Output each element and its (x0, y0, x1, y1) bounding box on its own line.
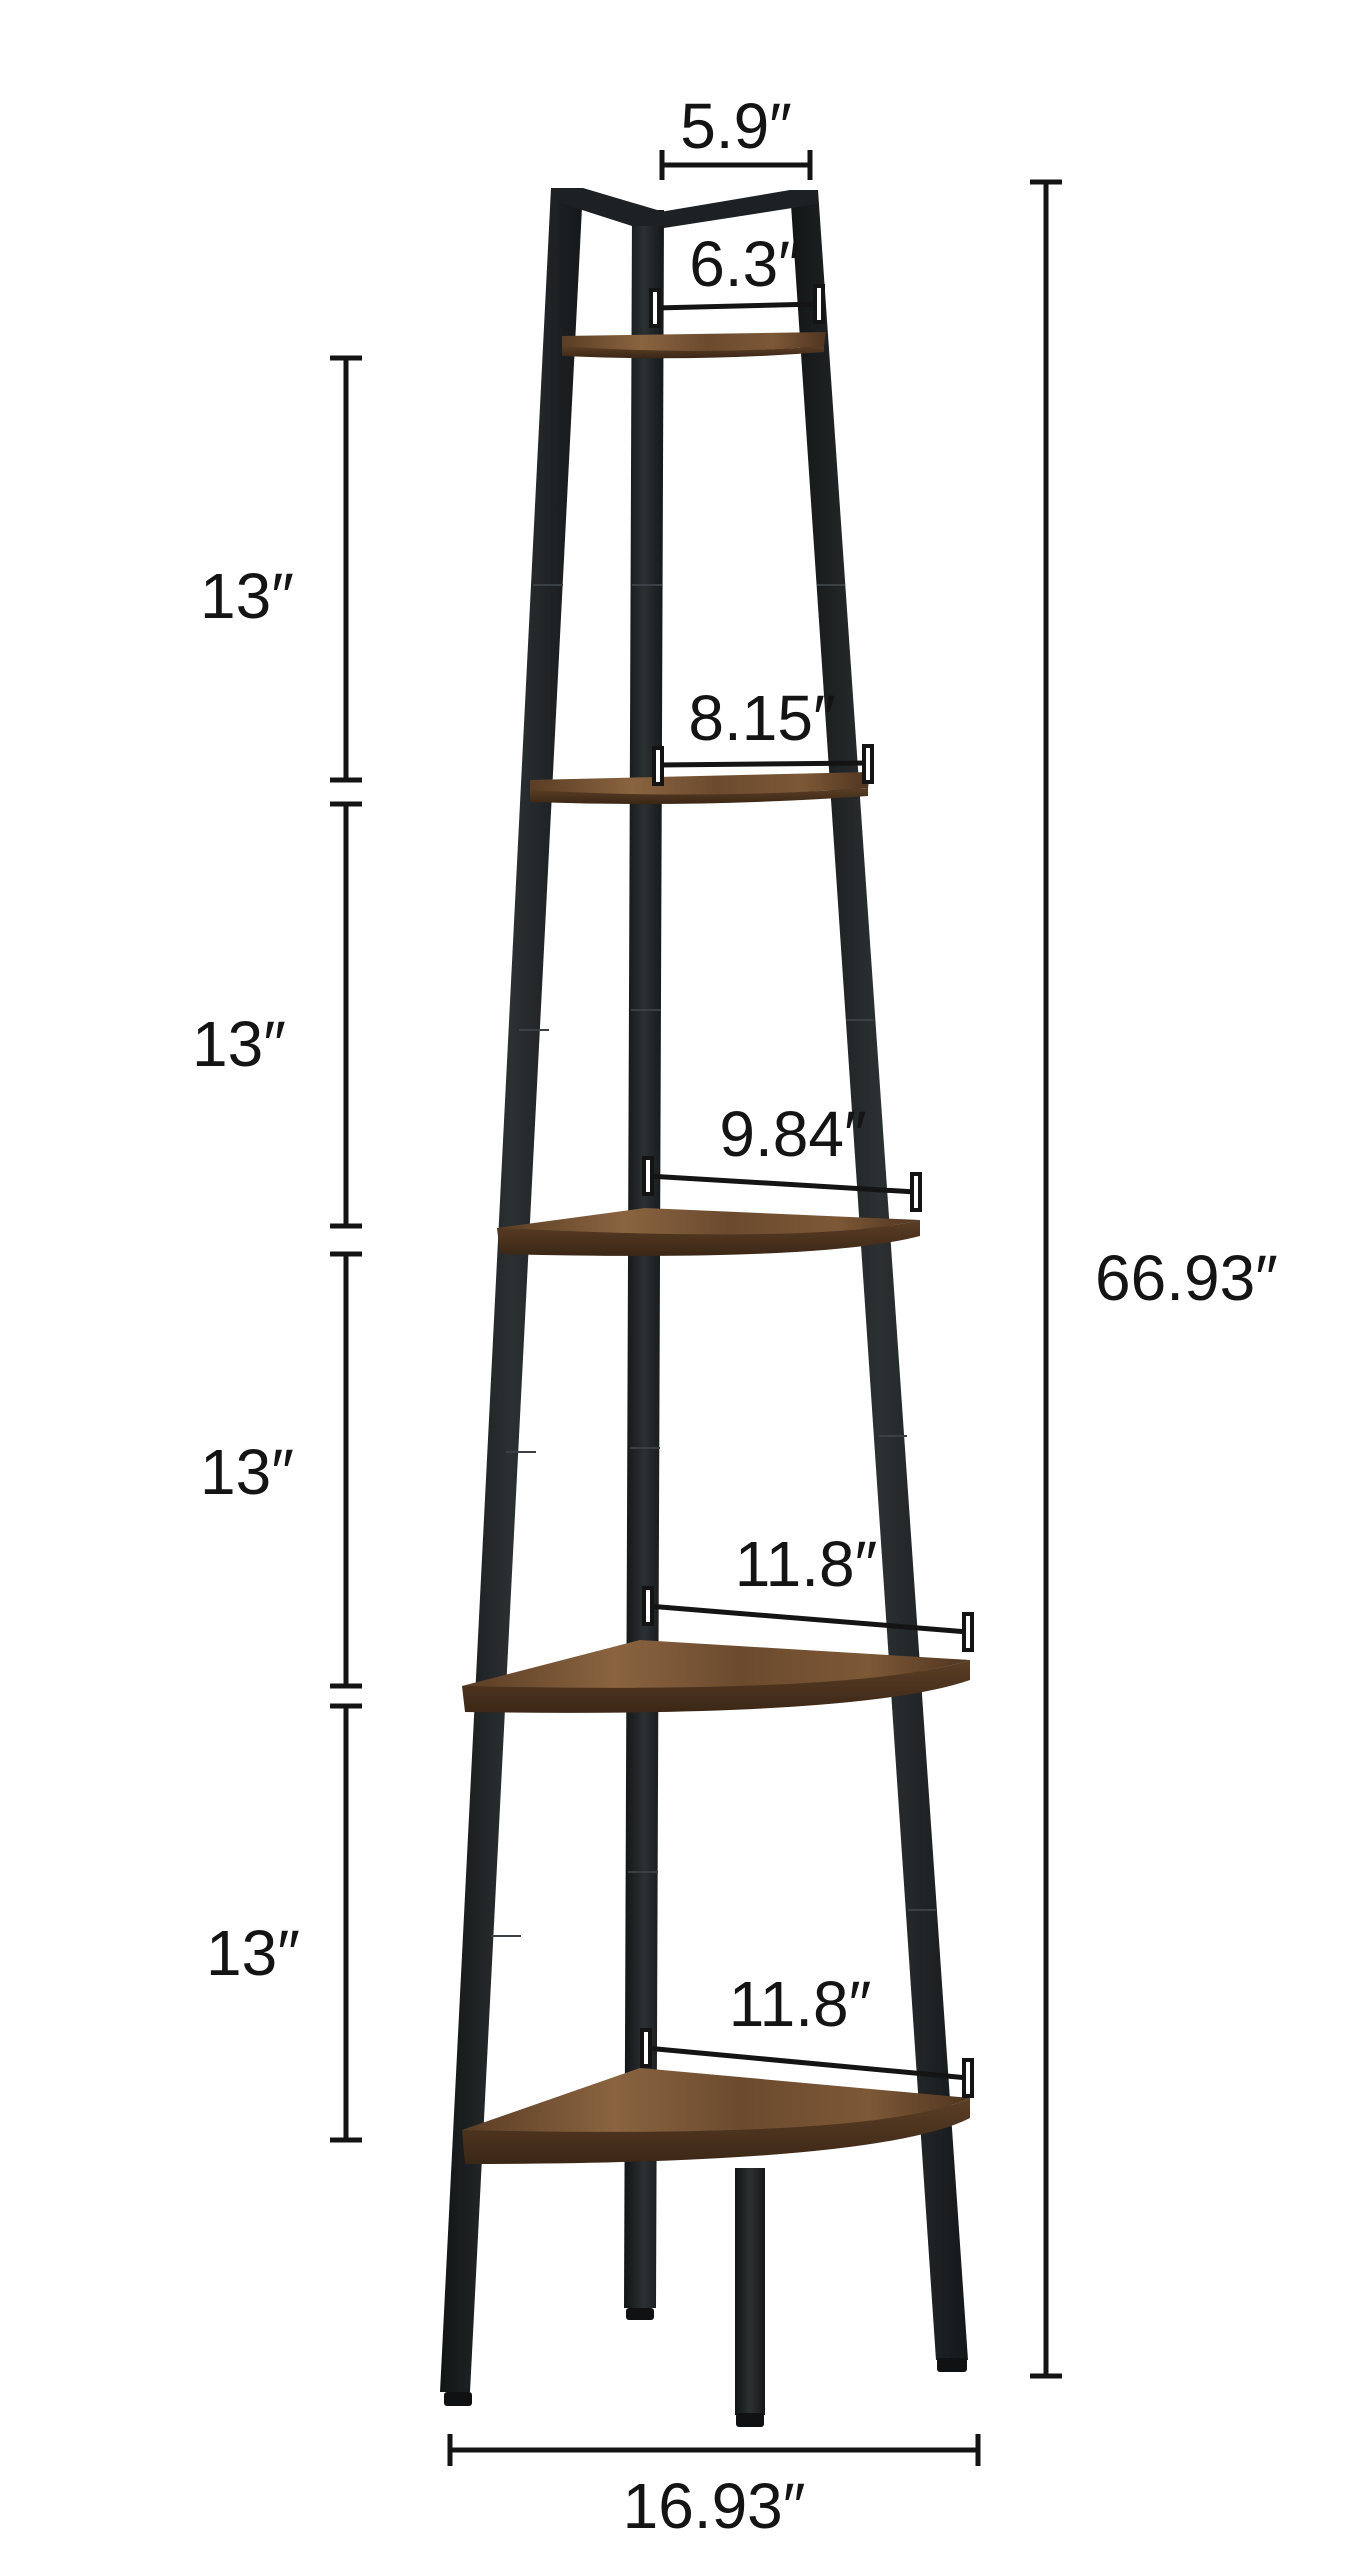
foot (444, 2392, 472, 2406)
foot (937, 2358, 967, 2372)
top-depth-label: 5.9″ (680, 90, 792, 162)
shelf-width-label-4: 11.8″ (735, 1528, 877, 1600)
top-depth-dimension: 5.9″ (659, 90, 813, 180)
shelf-width-label-1: 6.3″ (689, 228, 801, 300)
shelf-2 (530, 772, 870, 804)
spacing-label-4: 13″ (206, 1917, 300, 1989)
metal-frame (440, 188, 968, 2427)
front-leg (735, 2168, 765, 2415)
shelf-width-dimensions: 6.3″ 8.15″ 9.84″ 11.8″ 11.8″ (640, 228, 974, 2098)
shelf-3 (497, 1208, 920, 1256)
shelf-5 (462, 2068, 970, 2164)
foot (626, 2308, 654, 2320)
spacing-label-1: 13″ (200, 560, 294, 632)
left-leg (440, 188, 583, 2392)
top-connector (551, 188, 664, 226)
shelf-width-label-5: 11.8″ (729, 1968, 871, 2040)
shelf-spacing-dimensions: 13″ 13″ 13″ 13″ (192, 355, 362, 2143)
shelf-width-label-3: 9.84″ (719, 1098, 866, 1170)
total-height-dimension: 66.93″ (1030, 179, 1278, 2379)
shelf-4 (462, 1640, 970, 1713)
shelf-1 (562, 332, 826, 359)
base-width-dimension: 16.93″ (447, 2434, 981, 2542)
foot (736, 2413, 764, 2427)
total-height-label: 66.93″ (1095, 1242, 1278, 1314)
shelves (462, 332, 970, 2164)
spacing-label-2: 13″ (192, 1008, 286, 1080)
base-width-label: 16.93″ (623, 2470, 806, 2542)
right-leg (790, 190, 968, 2360)
back-leg (624, 210, 664, 2308)
spacing-label-3: 13″ (200, 1436, 294, 1508)
shelf-width-label-2: 8.15″ (688, 682, 835, 754)
